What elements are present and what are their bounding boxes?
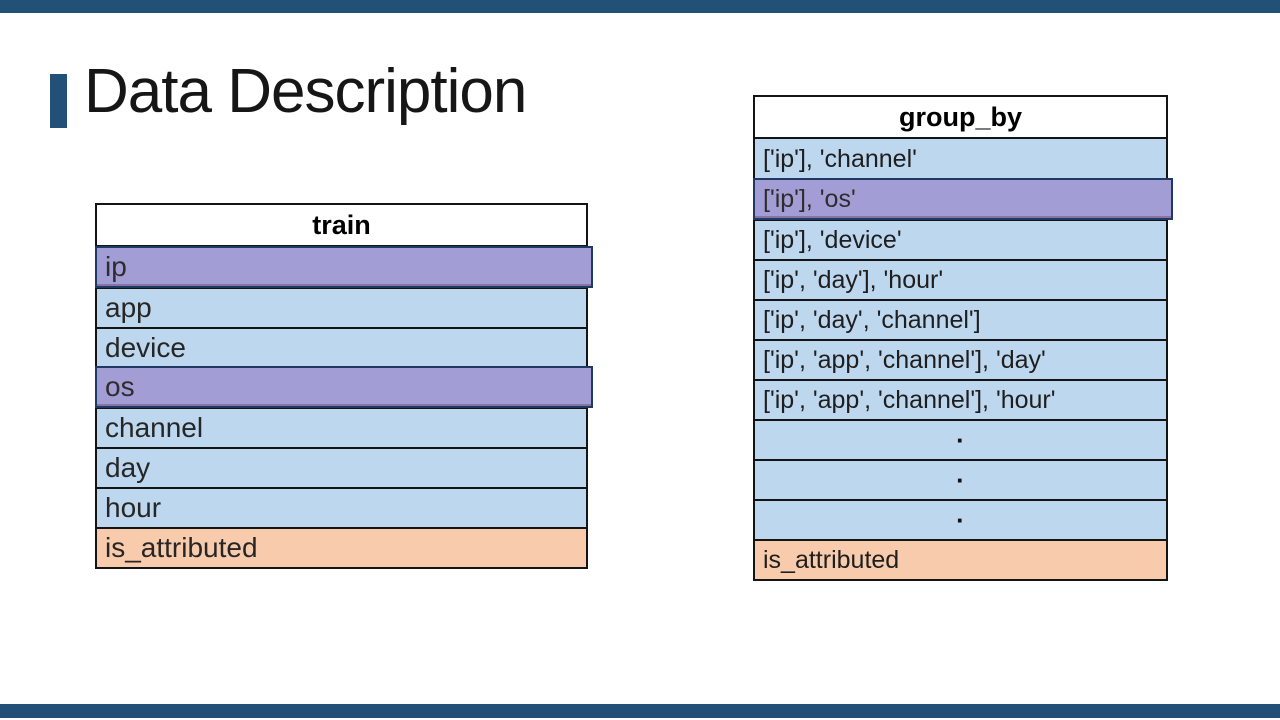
table-row-ip-day-hour: ['ip', 'day'], 'hour': [755, 259, 1166, 299]
table-row-channel: channel: [97, 407, 586, 447]
table-row-os: os: [95, 366, 593, 408]
bottom-accent-bar: [0, 704, 1280, 718]
table-row-ip-app-chan-hour: ['ip', 'app', 'channel'], 'hour': [755, 379, 1166, 419]
table-row-is-attributed: is_attributed: [97, 527, 586, 567]
train-table-header: train: [97, 205, 586, 247]
group-by-table-header: group_by: [755, 97, 1166, 139]
table-row-ellipsis-dot: ·: [755, 459, 1166, 499]
table-row-ip-day-channel: ['ip', 'day', 'channel']: [755, 299, 1166, 339]
table-row-device: device: [97, 327, 586, 367]
table-row-ip-channel: ['ip'], 'channel': [755, 139, 1166, 179]
table-row-is-attributed: is_attributed: [755, 539, 1166, 579]
table-row-ip: ip: [95, 246, 593, 288]
table-row-ellipsis-dot: ·: [755, 419, 1166, 459]
table-row-ip-device: ['ip'], 'device': [755, 219, 1166, 259]
table-row-ip-os: ['ip'], 'os': [753, 178, 1173, 220]
top-accent-bar: [0, 0, 1280, 13]
table-row-ip-app-chan-day: ['ip', 'app', 'channel'], 'day': [755, 339, 1166, 379]
title-accent-bar: [50, 74, 67, 128]
page-title: Data Description: [84, 57, 527, 126]
train-table: train ip app device os channel day hour …: [95, 203, 593, 569]
group-by-table: group_by ['ip'], 'channel' ['ip'], 'os' …: [753, 95, 1173, 581]
table-row-hour: hour: [97, 487, 586, 527]
table-row-app: app: [97, 287, 586, 327]
table-row-ellipsis-dot: ·: [755, 499, 1166, 539]
table-row-day: day: [97, 447, 586, 487]
